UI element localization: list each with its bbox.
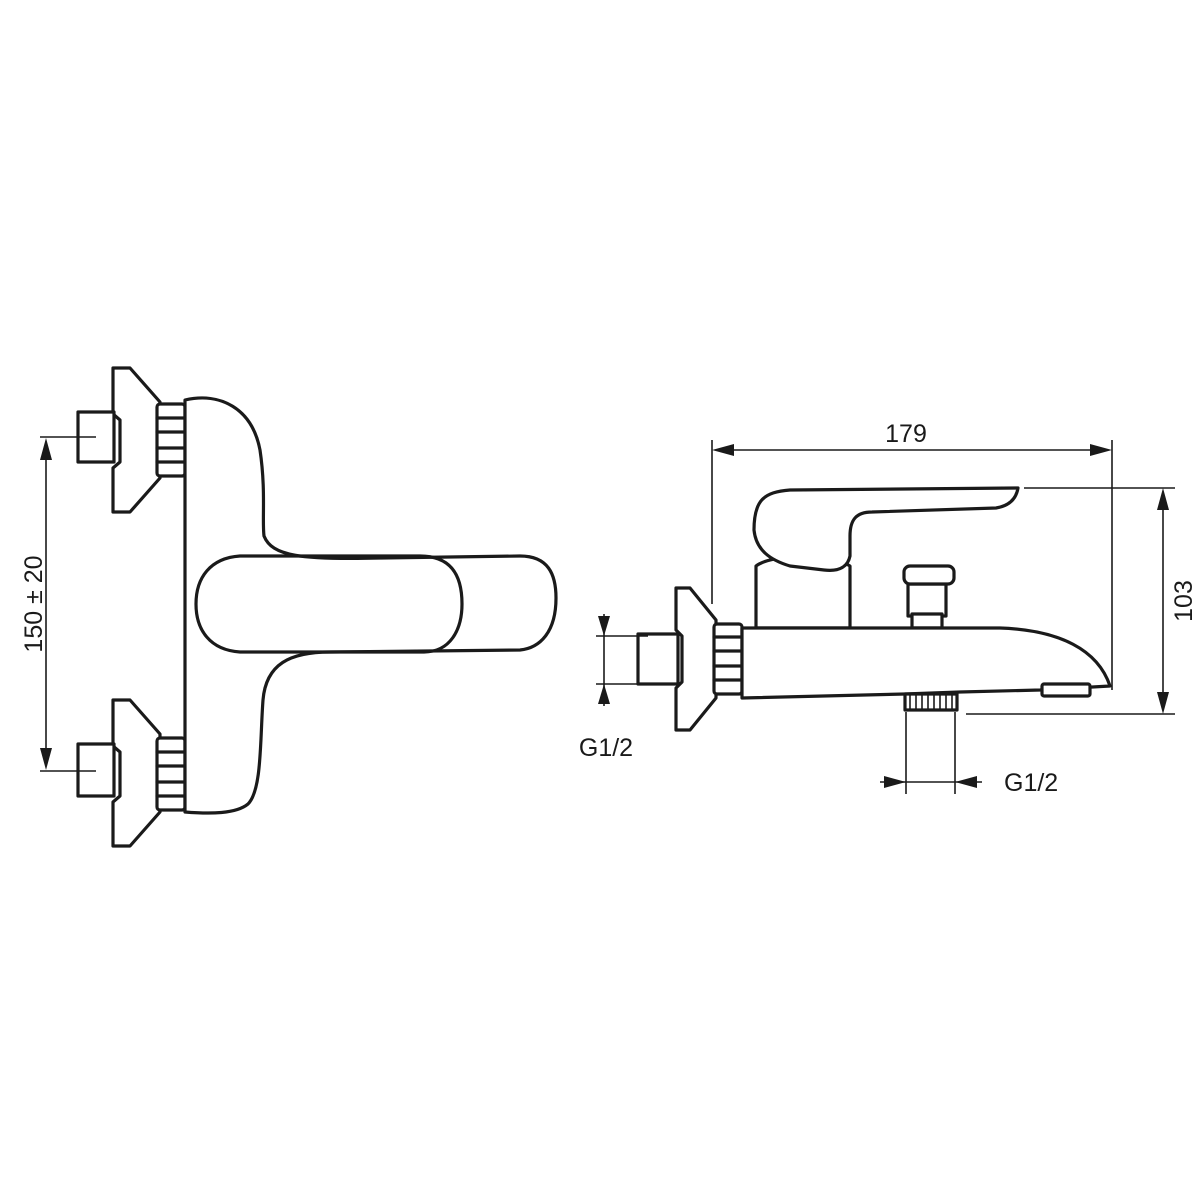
front-lever (194, 554, 464, 654)
outlet-thread-label: G1/2 (1004, 769, 1058, 797)
front-view: 150 ± 20 (20, 366, 558, 848)
bottom-inlet (76, 698, 187, 848)
overall-length-label: 179 (885, 420, 927, 448)
side-escutcheon (674, 586, 718, 732)
side-view: 179 103 G1/2 G1/2 (579, 420, 1198, 797)
inlet-thread-label: G1/2 (579, 734, 633, 762)
top-escutcheon (111, 366, 162, 514)
bottom-inlet-pipe (76, 742, 116, 798)
overall-height-dimension: 103 (966, 487, 1198, 715)
front-mixer-body (183, 396, 558, 815)
overall-length-dimension: 179 (711, 420, 1113, 690)
overall-height-label: 103 (1170, 580, 1198, 622)
diverter-base (910, 612, 944, 630)
diverter-cap (902, 564, 956, 586)
outlet-thread-dimension: G1/2 (880, 712, 1058, 797)
inlet-thread-dimension: G1/2 (579, 614, 648, 762)
side-union-nut (712, 622, 744, 696)
top-inlet (76, 366, 187, 514)
side-inlet-pipe (636, 632, 680, 686)
spout-body (740, 626, 1112, 700)
diverter-stem (906, 582, 948, 618)
inlet-spacing-dimension: 150 ± 20 (20, 436, 96, 772)
aerator (1040, 682, 1092, 698)
inlet-spacing-label: 150 ± 20 (20, 555, 48, 652)
bottom-escutcheon (111, 698, 162, 848)
bottom-union-nut (155, 736, 187, 812)
outlet-thread (903, 692, 959, 712)
top-union-nut (155, 402, 187, 478)
side-lever-handle (752, 486, 1020, 572)
